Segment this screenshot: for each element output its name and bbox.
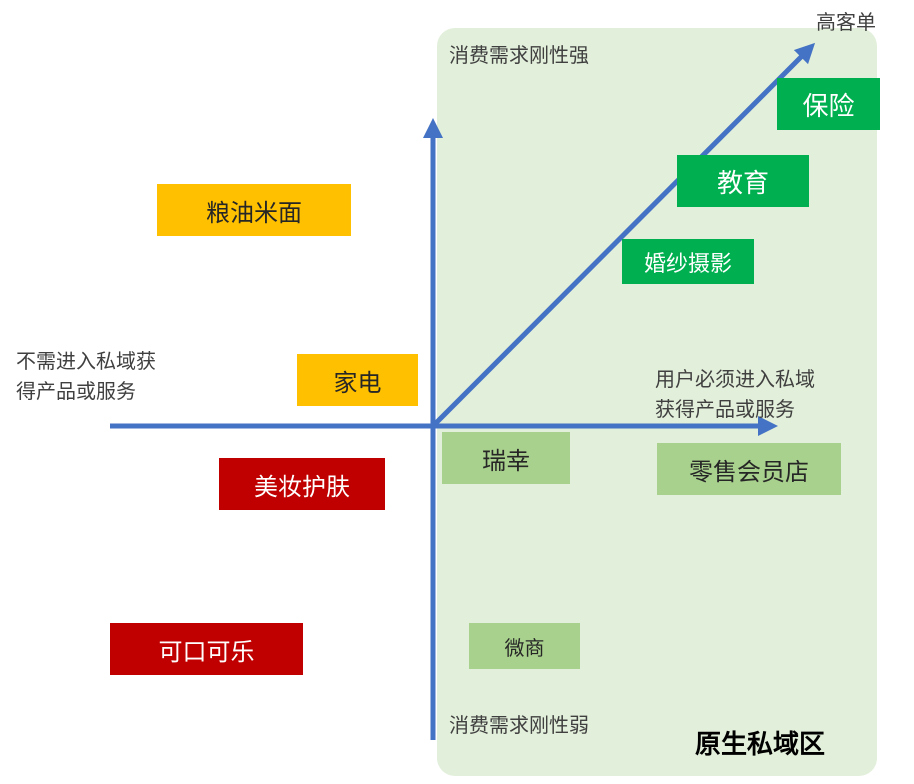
right-axis-label-line2: 获得产品或服务 <box>655 397 795 421</box>
item-grain-oil: 粮油米面 <box>157 184 351 236</box>
zone-title: 原生私域区 <box>695 730 826 760</box>
right-axis-label-line1: 用户必须进入私域 <box>655 367 815 391</box>
diagonal-axis <box>431 42 816 428</box>
item-wedding-photography: 婚纱摄影 <box>622 239 754 284</box>
left-axis-label-line2: 得产品或服务 <box>16 379 136 403</box>
diagonal-axis-label: 高客单 <box>816 10 876 34</box>
top-axis-label: 消费需求刚性强 <box>449 43 589 67</box>
item-retail-membership-store: 零售会员店 <box>657 443 841 495</box>
item-education: 教育 <box>677 155 809 207</box>
item-coca-cola: 可口可乐 <box>110 623 303 675</box>
item-home-appliances: 家电 <box>297 354 418 406</box>
item-beauty-skincare: 美妆护肤 <box>219 458 385 510</box>
item-luckin: 瑞幸 <box>442 432 570 484</box>
left-axis-label-line1: 不需进入私域获 <box>16 349 156 373</box>
item-micro-business: 微商 <box>469 623 580 669</box>
bottom-axis-label: 消费需求刚性弱 <box>449 713 589 737</box>
item-insurance: 保险 <box>777 78 880 130</box>
